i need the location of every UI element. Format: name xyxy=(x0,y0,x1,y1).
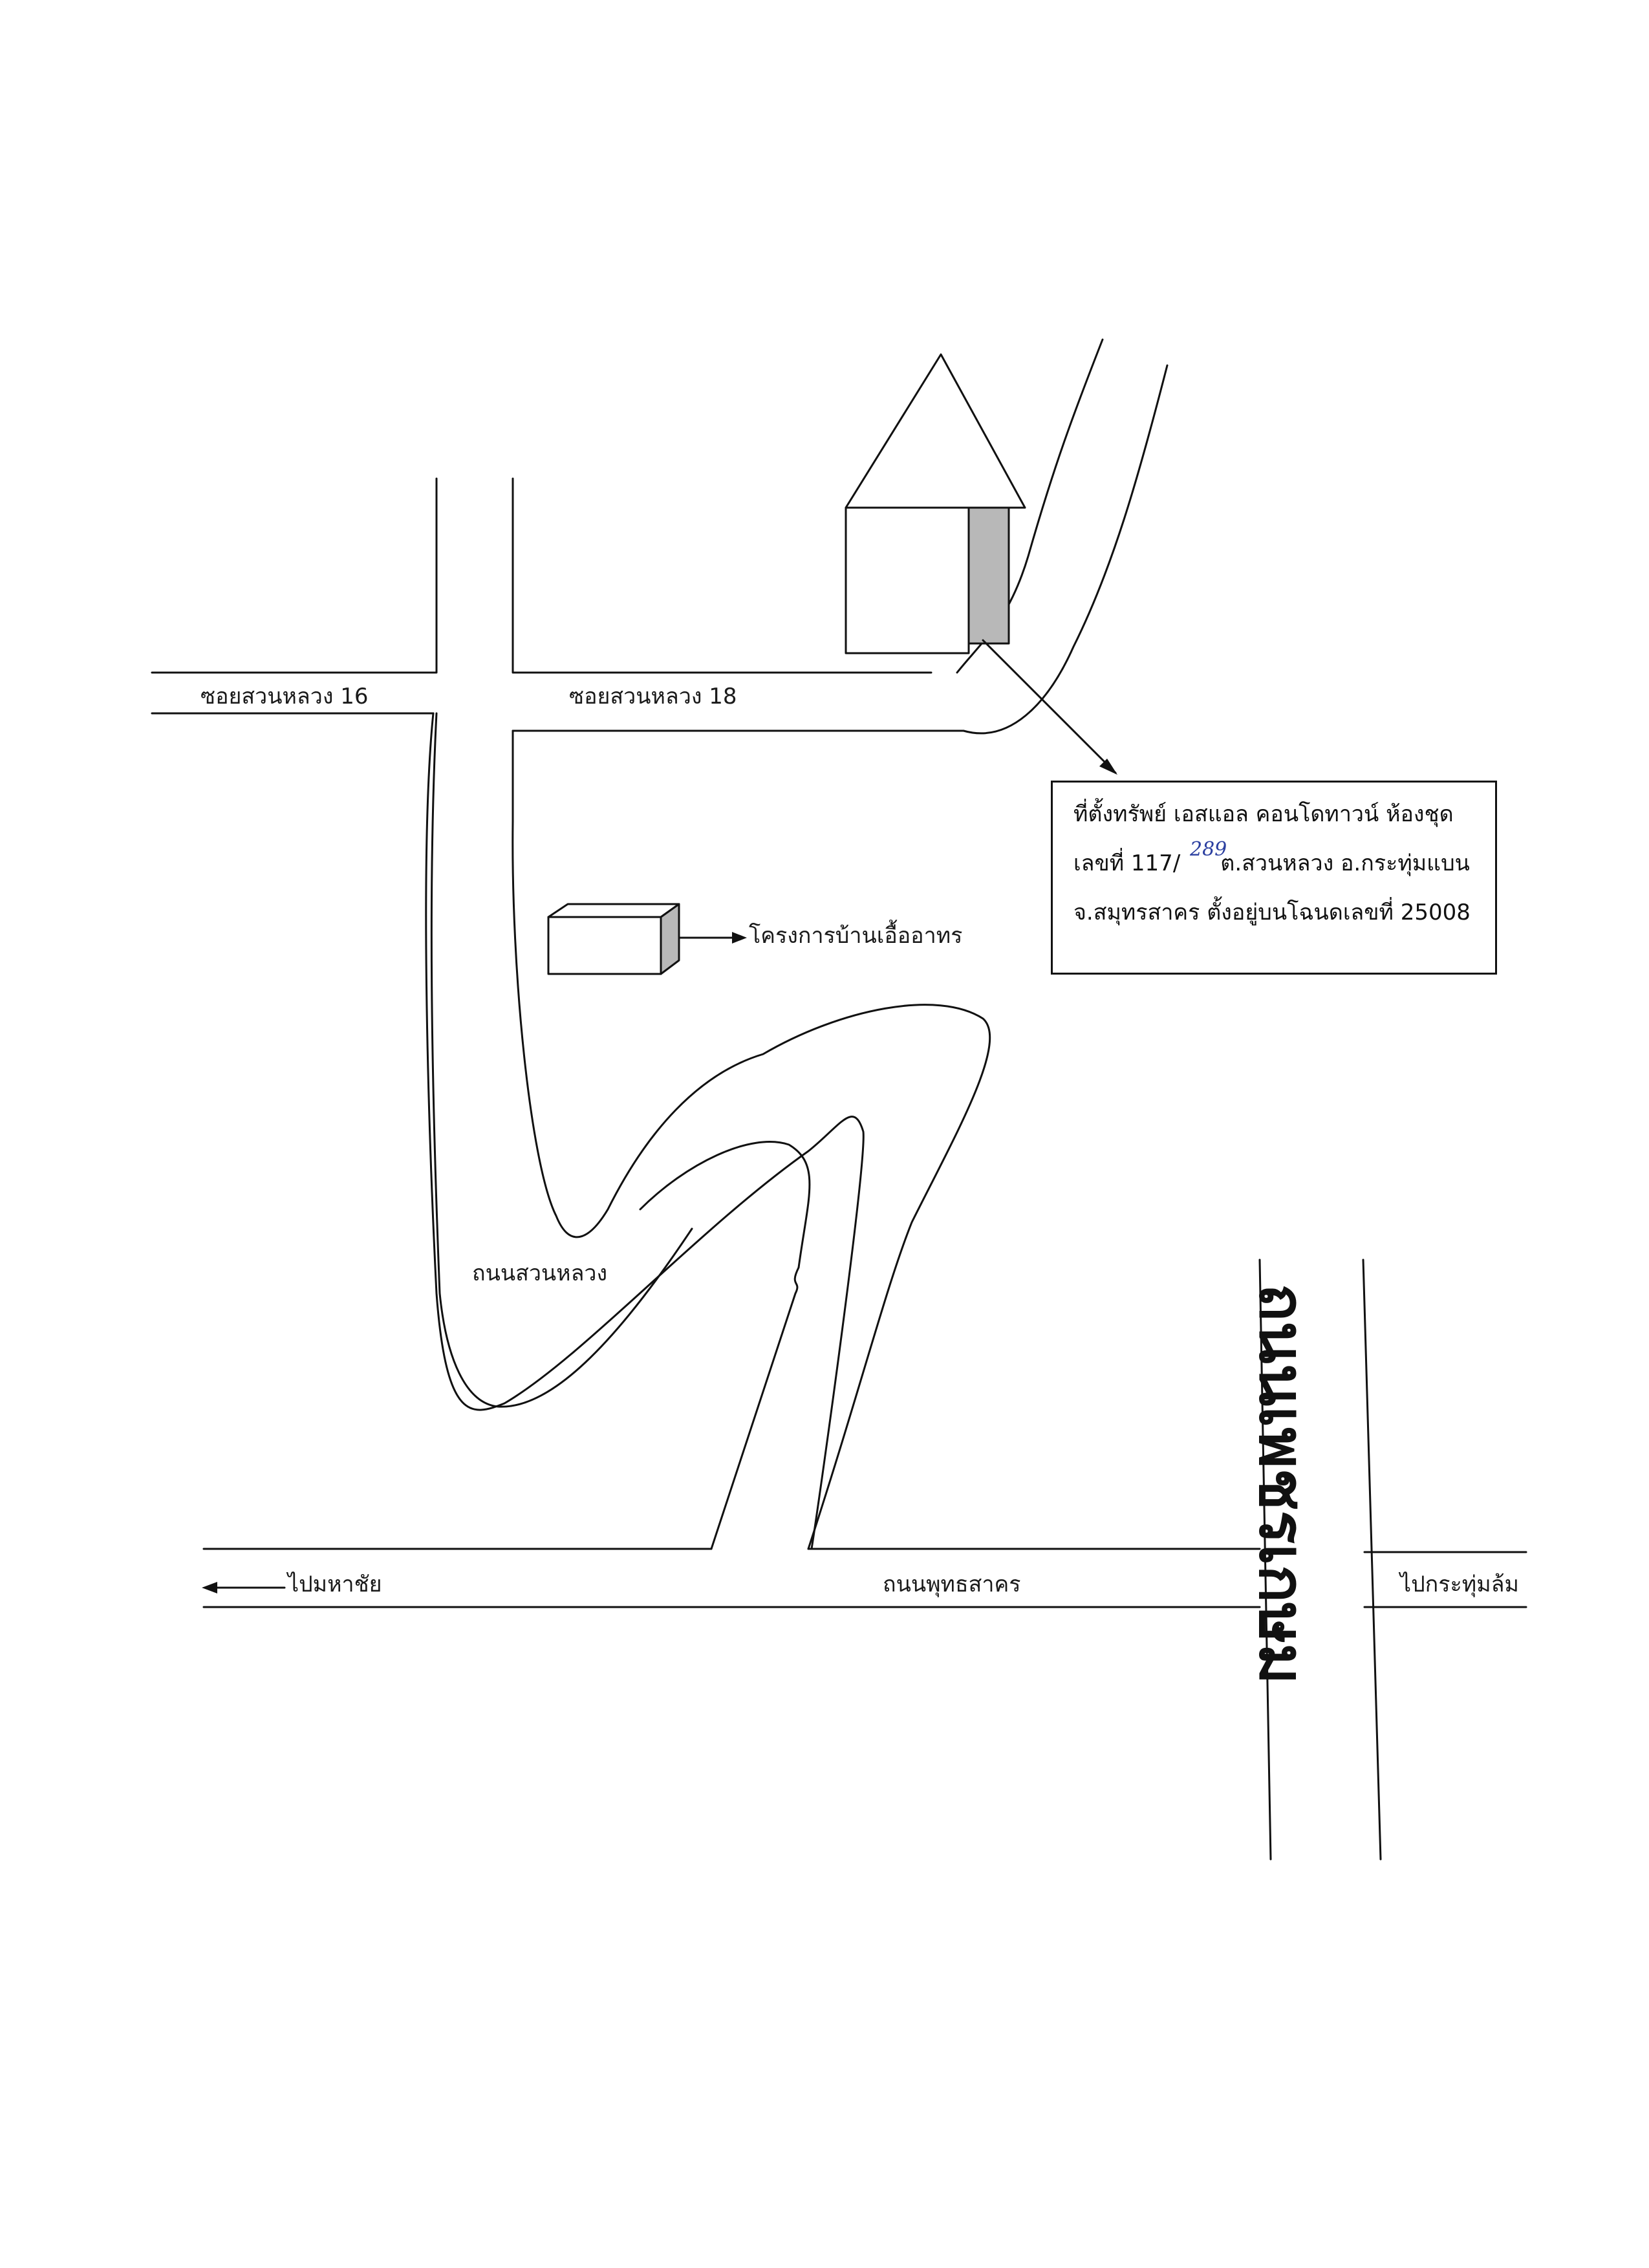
soi-18-label: ซอยสวนหลวง 18 xyxy=(569,684,737,709)
phutthasakhon-road-label: ถนนพุทธสาคร xyxy=(883,1571,1021,1597)
project-label: โครงการบ้านเอื้ออาทร xyxy=(749,923,963,949)
info-line-2-prefix: เลขที่ 117/ xyxy=(1073,850,1181,876)
suan-luang-road-lower-left xyxy=(430,712,693,1408)
project-arrowhead xyxy=(732,932,747,944)
property-info-box: ที่ตั้งทรัพย์ เอสแอล คอนโดทาวน์ ห้องชุด … xyxy=(1051,781,1497,975)
phetkasem-road-label: ถนนเพชรเกษม xyxy=(1245,1284,1319,1685)
info-line-2: เลขที่ 117/ต.สวนหลวง อ.กระทุ่มแบน xyxy=(1073,852,1495,874)
info-line-2-suffix: ต.สวนหลวง อ.กระทุ่มแบน xyxy=(1220,850,1470,876)
canal-right-edge xyxy=(962,364,1169,735)
info-line-1: ที่ตั้งทรัพย์ เอสแอล คอนโดทาวน์ ห้องชุด xyxy=(1073,801,1454,827)
phetkasem-road-left-edge xyxy=(1258,1258,1272,1861)
soi-16-label: ซอยสวนหลวง 16 xyxy=(200,684,369,709)
site-house-roof xyxy=(845,353,1026,509)
info-line-3: จ.สมุทรสาคร ตั้งอยู่บนโฉนดเลขที่ 25008 xyxy=(1073,900,1471,925)
suan-luang-road-inner-edge xyxy=(512,729,991,1550)
handwritten-unit-number: 289 xyxy=(1190,838,1227,861)
project-building-top xyxy=(547,903,680,918)
suan-luang-road-outer-edge xyxy=(425,712,865,1550)
vertical-soi-left-edge xyxy=(151,477,438,674)
suan-luang-road-label: ถนนสวนหลวง xyxy=(472,1260,608,1286)
site-pointer-arrowhead xyxy=(1099,759,1117,775)
suan-luang-road-lower-right xyxy=(639,1141,811,1550)
mahachai-arrowhead xyxy=(202,1582,217,1593)
to-mahachai-label: ไปมหาชัย xyxy=(288,1571,382,1597)
project-building-front xyxy=(547,916,662,975)
project-building-side xyxy=(660,903,680,975)
site-pointer-line xyxy=(982,639,1117,774)
site-house-shaded-side xyxy=(967,506,1010,645)
to-krathum-lom-label: ไปกระทุ่มล้ม xyxy=(1400,1571,1519,1597)
phetkasem-road-right-edge xyxy=(1362,1258,1382,1861)
site-house-body xyxy=(845,506,970,654)
vertical-soi-right-edge xyxy=(512,477,932,674)
